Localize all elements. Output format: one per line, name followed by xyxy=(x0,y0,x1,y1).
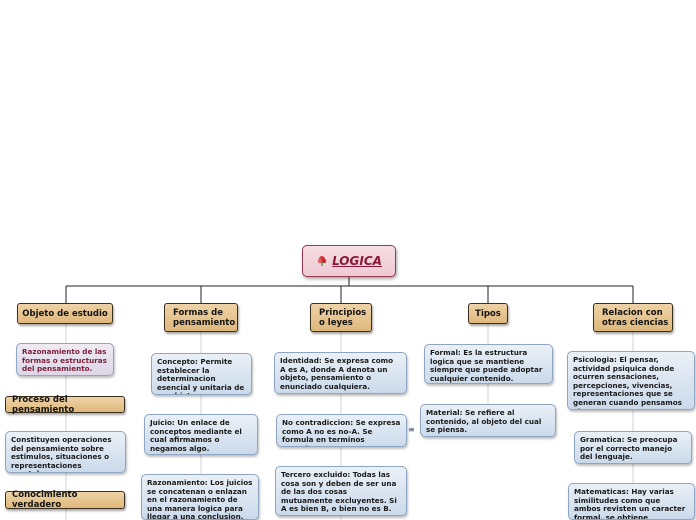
relacion-matematicas-node[interactable]: Matematicas: Hay varias similitudes como… xyxy=(568,483,695,520)
node-label: Conocimiento verdadero xyxy=(12,490,78,510)
node-text: Gramatica: Se preocupa por el correcto m… xyxy=(580,435,678,462)
principios-no-contradiccion-node[interactable]: No contradiccion: Se expresa como A no e… xyxy=(276,414,407,447)
node-text: Razonamiento: Los juicios se concatenan … xyxy=(147,478,253,520)
node-text: Concepto: Permite establecer la determin… xyxy=(157,357,245,394)
flower-icon xyxy=(317,256,327,266)
objeto-subnode[interactable]: Razonamiento de las formas o estructuras… xyxy=(16,343,114,376)
topic-label: Formas de pensamiento xyxy=(173,307,236,328)
formas-razonamiento-node[interactable]: Razonamiento: Los juicios se concatenan … xyxy=(141,474,259,520)
node-text: Material: Se refiere al contenido, al ob… xyxy=(426,408,542,435)
topic-formas-de-pensamiento[interactable]: Formas de pensamiento xyxy=(164,303,238,332)
topic-label: Objeto de estudio xyxy=(22,308,108,319)
topic-label: Principios o leyes xyxy=(319,307,367,328)
conocimiento-verdadero-node[interactable]: Conocimiento verdadero xyxy=(5,490,125,510)
proceso-del-pensamiento-node[interactable]: Proceso del pensamiento xyxy=(5,394,125,415)
relacion-psicologia-node[interactable]: Psicologia: El pensar, actividad psiquic… xyxy=(567,351,695,410)
node-text: Identidad: Se expresa como A es A, donde… xyxy=(280,356,394,391)
node-text: No contradiccion: Se expresa como A no e… xyxy=(282,418,401,446)
node-text: Razonamiento de las formas o estructuras… xyxy=(22,347,107,374)
tipos-formal-node[interactable]: Formal: Es la estructura logica que se m… xyxy=(424,344,553,384)
node-text: Psicologia: El pensar, actividad psiquic… xyxy=(573,355,682,409)
node-text: Matematicas: Hay varias similitudes como… xyxy=(574,487,686,520)
node-text: Formal: Es la estructura logica que se m… xyxy=(430,348,543,383)
topic-label: Relacion con otras ciencias xyxy=(602,307,669,328)
node-text: Juicio: Un enlace de conceptos mediante … xyxy=(150,418,242,453)
topic-objeto-de-estudio[interactable]: Objeto de estudio xyxy=(17,303,113,324)
formas-concepto-node[interactable]: Concepto: Permite establecer la determin… xyxy=(151,353,252,395)
formas-juicio-node[interactable]: Juicio: Un enlace de conceptos mediante … xyxy=(144,414,258,455)
principios-tercero-excluido-node[interactable]: Tercero excluido: Todas las cosa son y d… xyxy=(275,466,407,516)
topic-label: Tipos xyxy=(475,308,501,319)
principios-identidad-node[interactable]: Identidad: Se expresa como A es A, donde… xyxy=(274,352,407,394)
root-title: LOGICA xyxy=(332,254,382,268)
topic-principios-o-leyes[interactable]: Principios o leyes xyxy=(310,303,372,332)
root-node[interactable]: LOGICA xyxy=(302,245,396,277)
topic-relacion-con-otras-ciencias[interactable]: Relacion con otras ciencias xyxy=(593,303,673,332)
topic-tipos[interactable]: Tipos xyxy=(468,303,508,324)
node-label: Proceso del pensamiento xyxy=(12,394,75,415)
node-text: Tercero excluido: Todas las cosa son y d… xyxy=(281,470,397,514)
proceso-subnode[interactable]: Constituyen operaciones del pensamiento … xyxy=(5,431,126,473)
relacion-gramatica-node[interactable]: Gramatica: Se preocupa por el correcto m… xyxy=(574,431,692,464)
tipos-material-node[interactable]: Material: Se refiere al contenido, al ob… xyxy=(420,404,556,437)
node-text: Constituyen operaciones del pensamiento … xyxy=(11,435,112,472)
note-icon[interactable]: ≡ xyxy=(408,425,415,434)
